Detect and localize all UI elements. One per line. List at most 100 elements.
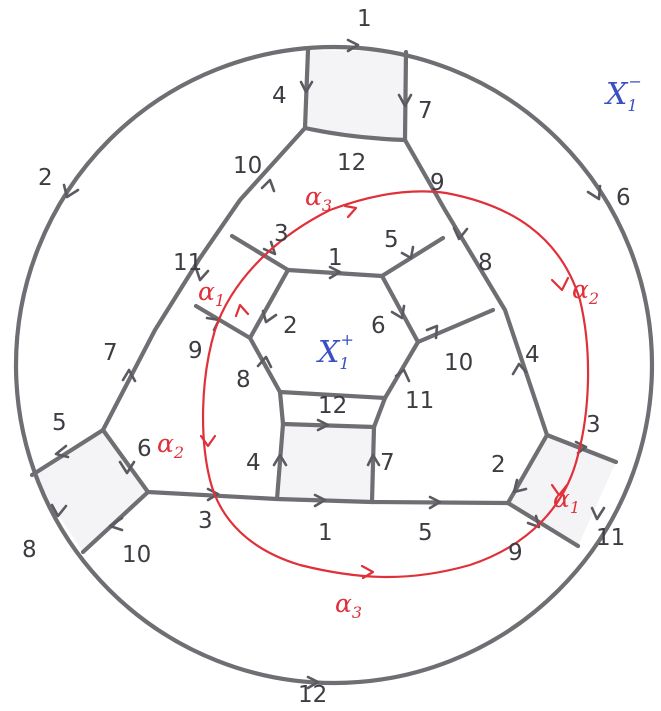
label-right-lower-rib: 4 [525, 342, 540, 368]
arrow-top-square-left [299, 80, 314, 94]
arrow-left-square-right [118, 460, 136, 475]
curve-label-alpha3-bottom: α3 [335, 589, 362, 622]
top-square-face [305, 50, 406, 140]
arrow-left-square-bottom [108, 516, 124, 532]
label-top-left-rib: 10 [233, 153, 262, 179]
label-right-square-top: 3 [586, 412, 601, 438]
arrow-hex-top [328, 265, 342, 280]
arrow-outer-left [62, 183, 80, 199]
arrow-spoke-mid-right [425, 324, 439, 340]
arrow-left-lower-rib [121, 368, 137, 383]
arrow-base-left [206, 487, 220, 502]
inner-square-face [277, 424, 374, 502]
label-base-right: 5 [418, 520, 433, 546]
label-outer-bottom: 12 [298, 682, 327, 708]
label-left-mid-spoke: 9 [188, 338, 203, 364]
label-right-square-left: 2 [491, 452, 506, 478]
arrow-inner-square-top [316, 418, 330, 432]
label-right-upper: 8 [478, 250, 493, 276]
arrow-left-square-outer [50, 503, 68, 518]
arrow-right-square-outer [590, 506, 606, 521]
arrow-outer-bottom [306, 675, 320, 690]
arrow-hex-lower-left [256, 355, 273, 369]
label-outer-top: 1 [357, 6, 372, 32]
arrow-outer-top [346, 38, 360, 53]
left-square-face [32, 430, 148, 552]
label-left-square-top: 5 [52, 410, 67, 436]
region-label-outer: X1− [604, 72, 642, 115]
label-right-mid-spoke: 10 [444, 350, 473, 376]
curve-loop [201, 190, 590, 579]
curve-label-alpha2-right: α2 [572, 275, 599, 308]
label-base-middle: 1 [318, 520, 333, 546]
label-hex-lower-right: 11 [405, 388, 434, 414]
edge-spoke-mid-right [415, 307, 496, 345]
arrow-base-right [428, 495, 442, 510]
arrow-spoke-upper-right [400, 245, 415, 260]
edge-hex-to-square-left [277, 389, 286, 427]
arrow-right-upper-rib [452, 226, 469, 241]
curve-arrow-alpha1-right [550, 483, 569, 497]
arrow-hex-lower-right [394, 368, 411, 383]
edge-right-square-bottom [505, 500, 581, 549]
label-left-spoke: 3 [274, 221, 289, 247]
arrow-right-square-bottom [526, 514, 541, 529]
label-hex-bottom: 12 [318, 393, 347, 419]
label-left-square-right: 6 [137, 436, 152, 462]
arrow-left-mid-rib [194, 266, 210, 282]
label-hex-upper-right: 6 [371, 313, 386, 339]
label-inner-square-right: 7 [380, 450, 395, 476]
label-left-square-outer: 8 [22, 537, 37, 563]
curve-arrow-alpha2-right [550, 276, 570, 292]
arrow-outer-right [586, 184, 602, 201]
edge-top-square-right [402, 49, 409, 143]
arrow-top-square-right [397, 93, 413, 108]
label-top-square-bottom: 12 [337, 150, 366, 176]
label-top-right-rib: 9 [430, 170, 445, 196]
outer-boundary-circle [13, 44, 655, 686]
label-top-square-right: 7 [418, 98, 433, 124]
curve-label-alpha2-left: α2 [157, 429, 184, 462]
arrow-inner-square-right [366, 453, 381, 467]
arrow-left-square-top [54, 444, 70, 459]
edge-right-square-top [544, 432, 619, 465]
curve-label-alpha1-right: α1 [553, 484, 580, 517]
hexagon-outline [247, 267, 421, 401]
arrow-spoke-upper-left [262, 240, 277, 256]
edge-triangle-left [100, 125, 308, 433]
arrow-inner-square-left [272, 453, 288, 467]
label-top-square-left: 4 [272, 83, 287, 109]
edge-spoke-mid-left [193, 303, 253, 341]
arrow-right-square-top [574, 440, 588, 455]
label-left-lower-rib: 7 [103, 340, 118, 366]
arrow-right-lower-rib [511, 362, 528, 376]
label-right-spoke: 5 [384, 227, 399, 253]
label-right-square-outer: 11 [596, 525, 625, 551]
label-outer-left: 2 [38, 165, 53, 191]
label-hex-top: 1 [328, 245, 343, 271]
label-hex-lower-left: 8 [236, 367, 251, 393]
edge-hex-to-square-right [371, 395, 388, 430]
arrow-base-middle [313, 493, 327, 508]
label-inner-square-left: 4 [246, 450, 261, 476]
edge-inner-square-right [369, 424, 377, 505]
arrow-left-upper-rib [260, 178, 276, 193]
curve-arrow-alpha2-left [199, 434, 217, 448]
arrow-right-square-left [512, 478, 528, 494]
curve-arrow-alpha3-bottom [360, 564, 375, 580]
curve-arrow-alpha3-top [343, 204, 358, 219]
edge-left-square-right [100, 427, 151, 495]
label-left-square-bottom: 10 [122, 542, 151, 568]
curve-arrow-alpha1-left [234, 303, 250, 318]
curve-label-alpha3-top: α3 [305, 182, 332, 215]
label-right-square-bottom: 9 [508, 540, 523, 566]
edge-inner-square-left [274, 421, 286, 502]
edge-top-square-bottom [302, 125, 408, 143]
label-hex-upper-left: 2 [283, 313, 298, 339]
label-base-left: 3 [198, 508, 213, 534]
label-left-upper: 11 [173, 250, 202, 276]
edge-spoke-upper-left [229, 233, 291, 273]
arrow-hex-upper-left [261, 309, 278, 324]
region-label-inner: X1+ [316, 330, 354, 373]
